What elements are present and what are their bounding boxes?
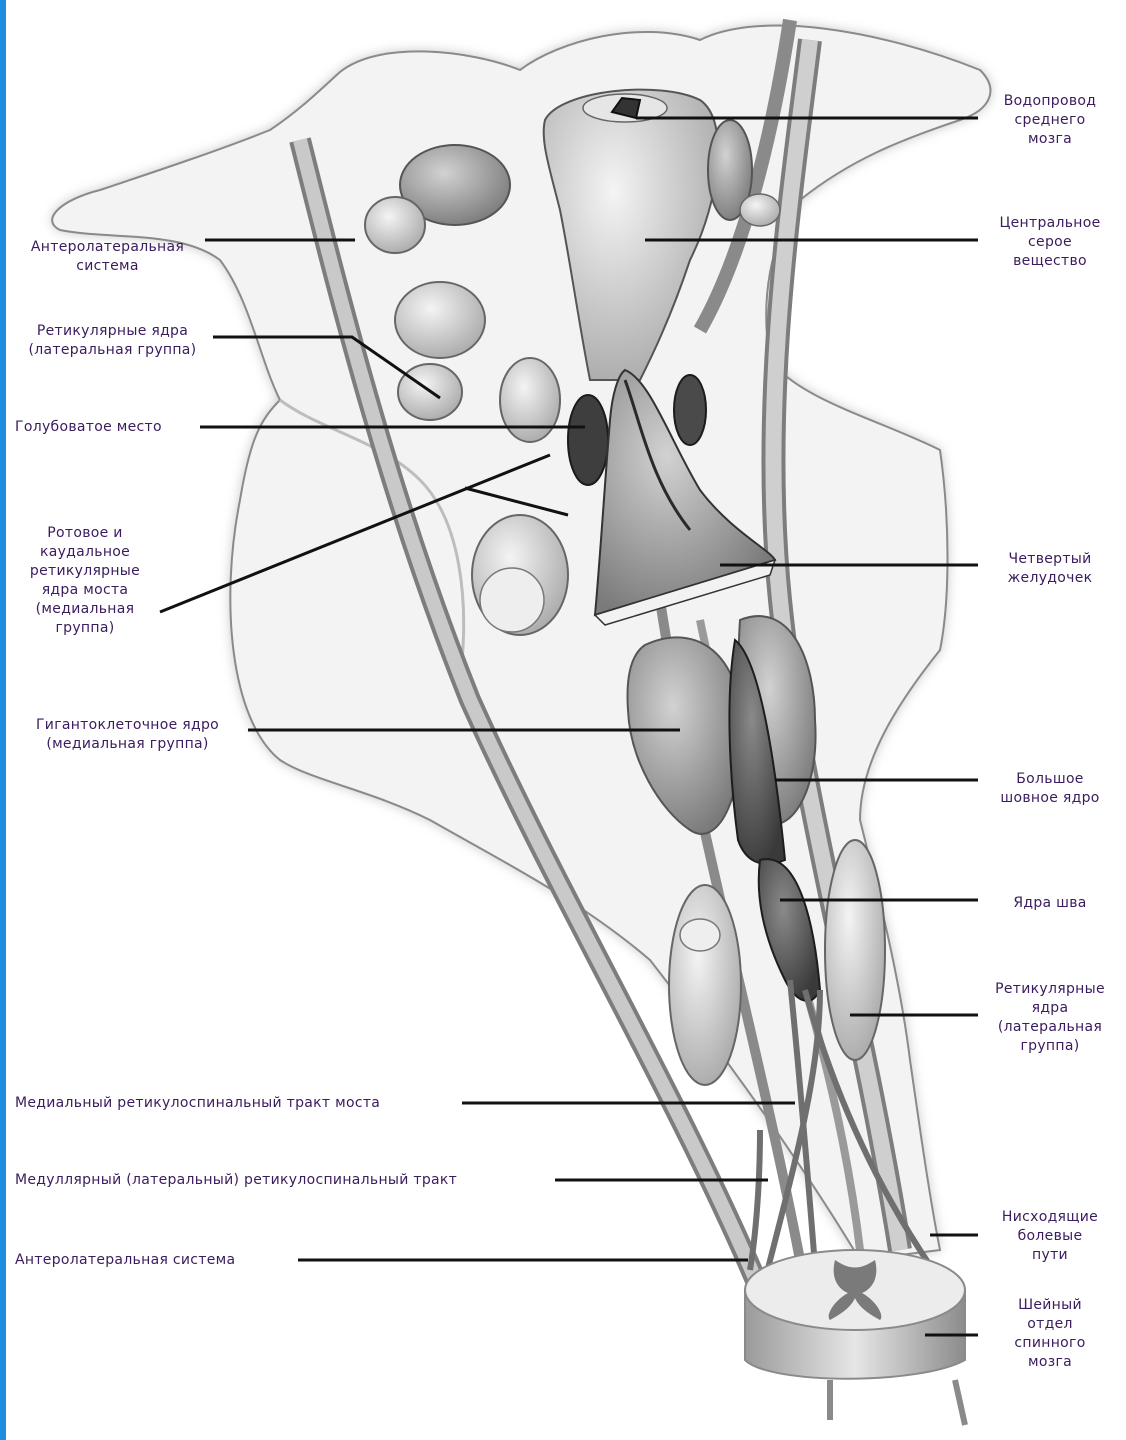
label-fourth-ventricle: Четвертый желудочек	[980, 550, 1120, 588]
label-aqueduct: Водопровод среднего мозга	[980, 92, 1120, 149]
locus-coeruleus	[568, 395, 608, 485]
label-reticular-lateral-right: Ретикулярные ядра (латеральная группа)	[980, 980, 1120, 1056]
label-anterolateral-top: Антеролатеральная система	[10, 238, 205, 276]
label-gigantocellular: Гигантоклеточное ядро (медиальная группа…	[10, 716, 245, 754]
outer-silhouette	[52, 26, 990, 1260]
label-medial-reticulospinal: Медиальный ретикулоспинальный тракт мост…	[15, 1094, 380, 1113]
cervical-spinal-cord	[745, 1250, 965, 1425]
label-descending-pain: Нисходящие болевые пути	[980, 1208, 1120, 1265]
label-cervical-cord: Шейный отдел спинного мозга	[980, 1296, 1120, 1372]
label-central-gray: Центральное серое вещество	[980, 214, 1120, 271]
label-raphe-magnus: Большое шовное ядро	[980, 770, 1120, 808]
label-reticular-lateral-left: Ретикулярные ядра (латеральная группа)	[10, 322, 215, 360]
label-anterolateral-bottom: Антеролатеральная система	[15, 1251, 235, 1270]
label-raphe-nuclei: Ядра шва	[980, 894, 1120, 913]
locus-coeruleus-right	[674, 375, 706, 445]
label-pontine-reticular: Ротовое и каудальное ретикулярные ядра м…	[10, 524, 160, 638]
label-medullary-reticulospinal: Медуллярный (латеральный) ретикулоспинал…	[15, 1171, 457, 1190]
label-locus-coeruleus: Голубоватое место	[15, 418, 162, 437]
